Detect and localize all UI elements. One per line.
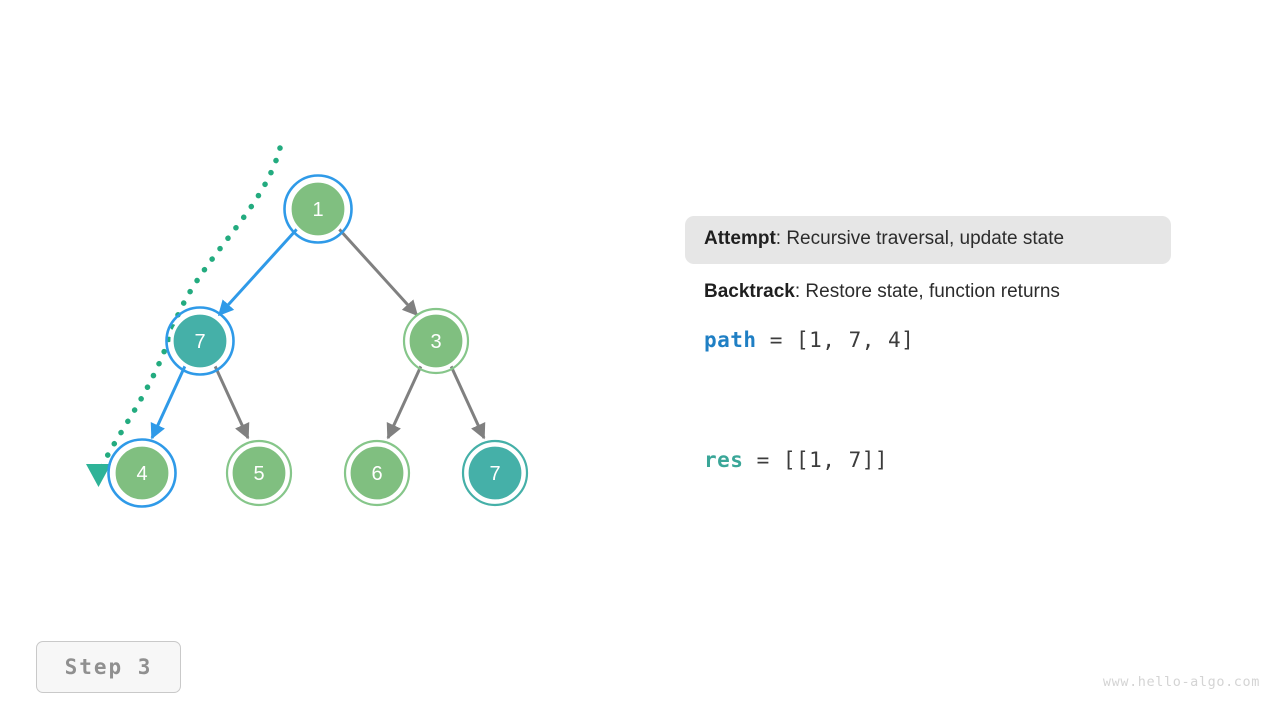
watermark: www.hello-algo.com xyxy=(1102,674,1260,690)
edge-n1-n3 xyxy=(337,227,419,317)
path-variable-value: = [1, 7, 4] xyxy=(756,328,915,352)
backtrack-description: : Restore state, function returns xyxy=(794,281,1060,302)
edge-n3-n7 xyxy=(449,365,486,440)
step-badge: Step 3 xyxy=(36,641,181,693)
node-outer-ring xyxy=(402,307,470,375)
node-circle xyxy=(406,311,466,371)
backtrack-callout: Backtrack: Restore state, function retur… xyxy=(685,268,1185,312)
path-state-row: path = [1, 7, 4] xyxy=(685,328,1185,352)
node-highlight-ring xyxy=(283,174,353,244)
node-circle xyxy=(347,443,407,503)
tree-node-3[interactable]: 3 xyxy=(402,307,470,375)
edge-n1-n2 xyxy=(217,227,299,317)
recursion-dotted-path xyxy=(97,145,283,473)
res-variable-name: res xyxy=(704,448,744,472)
attempt-label: Attempt xyxy=(704,228,776,249)
edge-n3-n6 xyxy=(386,365,423,440)
node-highlight-ring xyxy=(165,306,235,376)
backtrack-line: Backtrack: Restore state, function retur… xyxy=(704,280,1166,304)
tree-node-6[interactable]: 6 xyxy=(343,439,411,507)
tree-node-7-right[interactable]: 7 xyxy=(461,439,529,507)
tree-node-1[interactable]: 1 xyxy=(283,174,353,244)
res-state-row: res = [[1, 7]] xyxy=(685,448,1185,472)
backtrack-label: Backtrack xyxy=(704,281,795,302)
tree-nodes: 1 7 3 4 5 6 xyxy=(107,174,529,508)
info-panel: Attempt: Recursive traversal, update sta… xyxy=(685,216,1185,472)
node-outer-ring xyxy=(225,439,293,507)
tree-node-5[interactable]: 5 xyxy=(225,439,293,507)
tree-edges xyxy=(150,227,486,440)
tree-node-7-left[interactable]: 7 xyxy=(165,306,235,376)
node-highlight-ring xyxy=(107,438,177,508)
node-circle xyxy=(465,443,525,503)
edge-n2-n5 xyxy=(213,365,250,440)
attempt-description: : Recursive traversal, update state xyxy=(775,228,1065,249)
res-variable-value: = [[1, 7]] xyxy=(743,448,889,472)
node-circle xyxy=(170,311,230,371)
tree-node-4[interactable]: 4 xyxy=(107,438,177,508)
path-variable-name: path xyxy=(704,328,757,352)
node-circle xyxy=(288,179,348,239)
edge-n2-n4 xyxy=(150,365,187,440)
node-outer-ring xyxy=(461,439,529,507)
node-outer-ring xyxy=(343,439,411,507)
node-circle xyxy=(229,443,289,503)
recursion-marker-triangle xyxy=(86,464,111,487)
attempt-line: Attempt: Recursive traversal, update sta… xyxy=(704,227,1152,251)
binary-tree-diagram: 1 7 3 4 5 6 xyxy=(86,145,529,508)
node-circle xyxy=(112,443,172,503)
attempt-callout: Attempt: Recursive traversal, update sta… xyxy=(685,216,1171,264)
